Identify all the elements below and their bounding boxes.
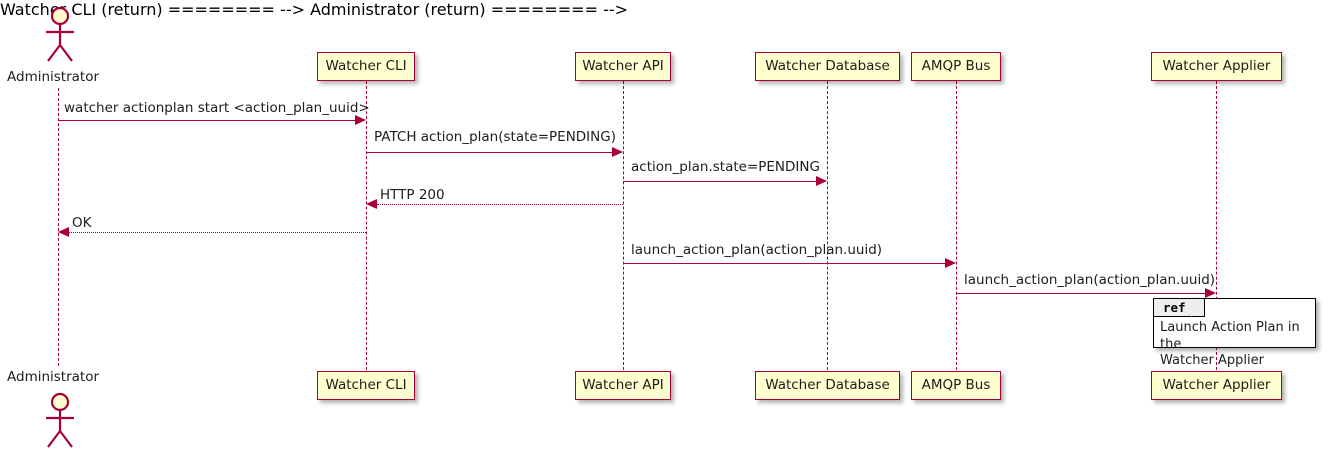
message-label-4: HTTP 200 xyxy=(380,187,445,203)
message-arrowhead-7 xyxy=(1205,288,1216,298)
participant-watcher-api-bottom[interactable]: Watcher API xyxy=(575,371,671,400)
message-line-6 xyxy=(623,263,945,264)
actor-stick-figure-icon xyxy=(46,392,74,448)
message-arrowhead-6 xyxy=(945,258,956,268)
participant-watcher-applier-top[interactable]: Watcher Applier xyxy=(1151,52,1282,81)
lifeline-watcher-database xyxy=(827,81,828,370)
ref-fragment-body: Launch Action Plan in the Watcher Applie… xyxy=(1160,320,1311,370)
ref-fragment-tab: ref xyxy=(1154,299,1205,317)
participant-watcher-api-top[interactable]: Watcher API xyxy=(575,52,671,81)
actor-label-administrator-bottom: Administrator xyxy=(7,369,100,385)
message-label-3: action_plan.state=PENDING xyxy=(631,159,820,175)
message-label-1: watcher actionplan start <action_plan_uu… xyxy=(64,100,370,116)
message-arrowhead-3 xyxy=(816,176,827,186)
ref-fragment-tab-label: ref xyxy=(1163,300,1186,315)
message-arrowhead-2 xyxy=(612,147,623,157)
message-line-5 xyxy=(69,232,366,233)
message-label-2: PATCH action_plan(state=PENDING) xyxy=(374,129,616,145)
participant-amqp-bus-bottom[interactable]: AMQP Bus xyxy=(911,371,1001,400)
participant-amqp-bus-top[interactable]: AMQP Bus xyxy=(911,52,1001,81)
participant-watcher-cli-top[interactable]: Watcher CLI xyxy=(317,52,415,81)
lifeline-watcher-applier xyxy=(1216,81,1217,370)
actor-administrator-bottom xyxy=(36,391,80,449)
participant-watcher-cli-bottom[interactable]: Watcher CLI xyxy=(317,371,415,400)
lifeline-watcher-cli xyxy=(366,81,367,370)
ref-fragment-tab-corner-icon xyxy=(1190,299,1204,317)
lifeline-amqp-bus xyxy=(956,81,957,370)
message-arrowhead-1 xyxy=(355,115,366,125)
message-label-6: launch_action_plan(action_plan.uuid) xyxy=(631,242,883,258)
message-line-4 xyxy=(377,204,623,205)
message-label-7: launch_action_plan(action_plan.uuid) xyxy=(964,272,1216,288)
message-arrowhead-5 xyxy=(58,227,69,237)
ref-fragment-launch-action-plan[interactable]: ref Launch Action Plan in the Watcher Ap… xyxy=(1153,298,1316,368)
participant-watcher-applier-bottom[interactable]: Watcher Applier xyxy=(1151,371,1282,400)
ref-fragment-body-line-2: Watcher Applier xyxy=(1160,353,1264,369)
message-line-7 xyxy=(956,293,1205,294)
message-arrowhead-4 xyxy=(366,199,377,209)
participant-watcher-database-bottom[interactable]: Watcher Database xyxy=(755,371,900,400)
message-label-5: OK xyxy=(72,215,92,231)
ref-fragment-body-line-1: Launch Action Plan in the xyxy=(1160,320,1300,352)
actor-administrator-top xyxy=(36,5,80,63)
participant-watcher-database-top[interactable]: Watcher Database xyxy=(755,52,900,81)
message-line-2 xyxy=(366,152,612,153)
actor-stick-figure-icon xyxy=(46,6,74,62)
lifeline-watcher-api xyxy=(623,81,624,370)
actor-label-administrator-top: Administrator xyxy=(7,69,100,85)
message-line-3 xyxy=(623,181,816,182)
message-line-1 xyxy=(58,120,355,121)
